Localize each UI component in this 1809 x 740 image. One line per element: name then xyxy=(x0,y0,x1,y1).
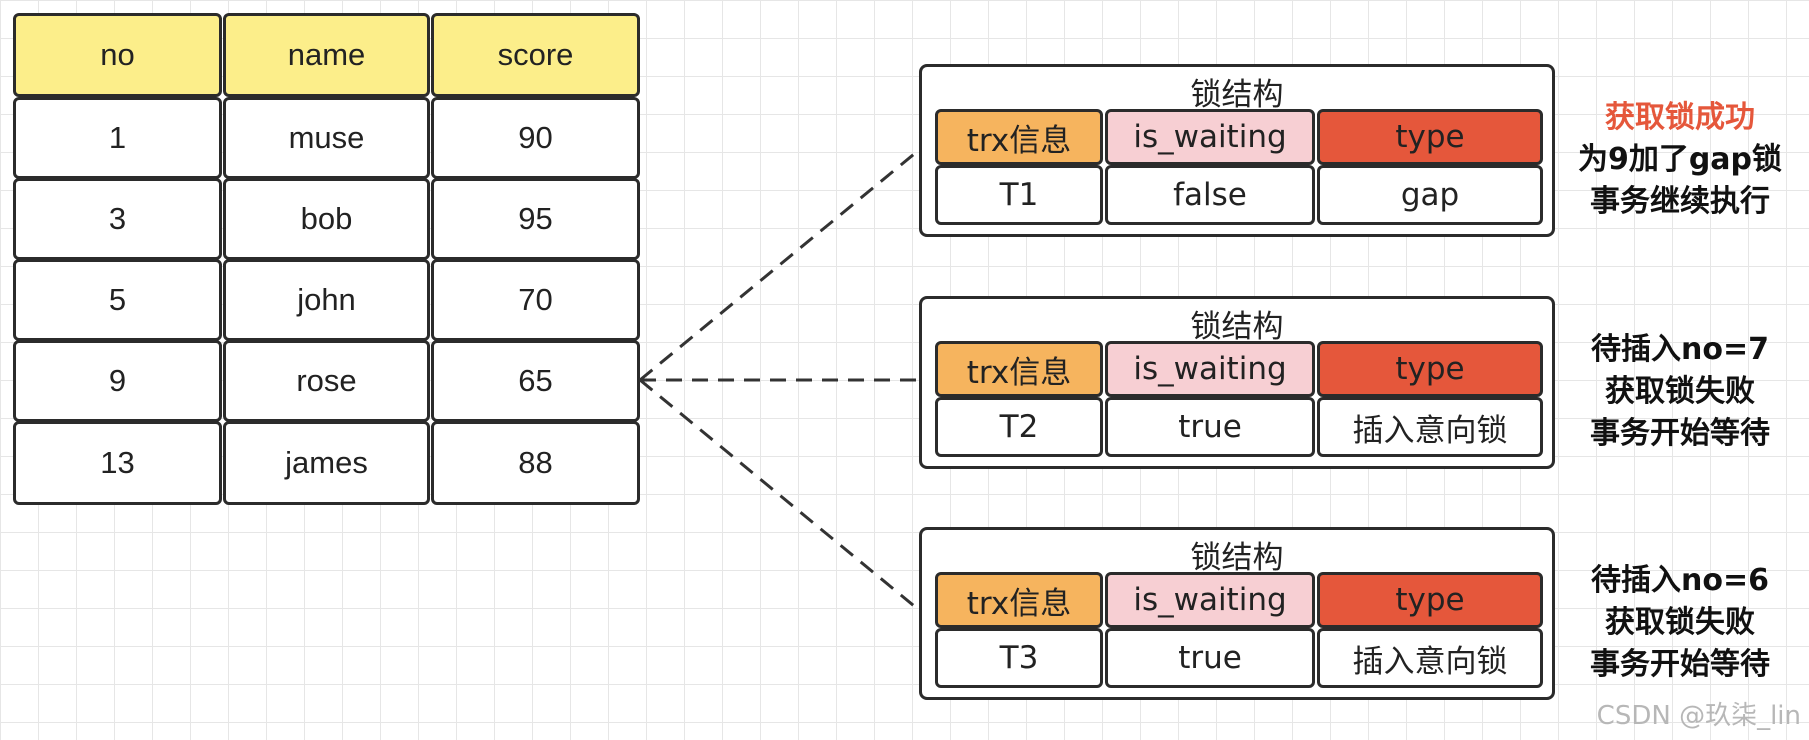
note-line: 事务开始等待 xyxy=(1590,647,1770,682)
lock-value-type: 插入意向锁 xyxy=(1317,397,1543,457)
note-line: 获取锁失败 xyxy=(1605,374,1755,409)
lock-value-is-waiting: true xyxy=(1105,397,1315,457)
note-line: 待插入no=6 xyxy=(1591,563,1769,598)
header-name: name xyxy=(223,13,430,97)
lock-header-is-waiting: is_waiting xyxy=(1105,572,1315,628)
lock-value-type: 插入意向锁 xyxy=(1317,628,1543,688)
watermark: CSDN @玖柒_lin xyxy=(1596,701,1801,731)
table-cell-no: 5 xyxy=(13,259,222,341)
lock-header-trx: trx信息 xyxy=(935,109,1103,165)
lock-header-type: type xyxy=(1317,341,1543,397)
lock-1-note: 获取锁成功 为9加了gap锁 事务继续执行 xyxy=(1570,97,1790,223)
lock-structure-3: 锁结构 trx信息 is_waiting type T3 true 插入意向锁 xyxy=(919,527,1555,700)
lock-header-type: type xyxy=(1317,109,1543,165)
note-line: 事务继续执行 xyxy=(1590,184,1770,219)
table-cell-score: 90 xyxy=(431,97,640,179)
lock-value-trx: T2 xyxy=(935,397,1103,457)
lock-title: 锁结构 xyxy=(1190,309,1284,345)
note-line: 获取锁成功 xyxy=(1605,100,1755,135)
connector-to-lock-1 xyxy=(639,148,920,382)
lock-value-type: gap xyxy=(1317,165,1543,225)
note-line: 为9加了gap锁 xyxy=(1577,142,1783,177)
lock-header-trx: trx信息 xyxy=(935,572,1103,628)
header-score: score xyxy=(431,13,640,97)
note-line: 事务开始等待 xyxy=(1590,416,1770,451)
table-cell-score: 70 xyxy=(431,259,640,341)
lock-header-is-waiting: is_waiting xyxy=(1105,341,1315,397)
table-cell-score: 65 xyxy=(431,340,640,422)
lock-header-is-waiting: is_waiting xyxy=(1105,109,1315,165)
table-cell-name: james xyxy=(223,421,430,505)
connector-to-lock-3 xyxy=(639,378,920,612)
note-line: 获取锁失败 xyxy=(1605,605,1755,640)
table-cell-score: 95 xyxy=(431,178,640,260)
lock-header-trx: trx信息 xyxy=(935,341,1103,397)
lock-title: 锁结构 xyxy=(1190,540,1284,576)
header-no: no xyxy=(13,13,222,97)
lock-header-type: type xyxy=(1317,572,1543,628)
lock-title: 锁结构 xyxy=(1190,77,1284,113)
lock-structure-1: 锁结构 trx信息 is_waiting type T1 false gap xyxy=(919,64,1555,237)
lock-structure-2: 锁结构 trx信息 is_waiting type T2 true 插入意向锁 xyxy=(919,296,1555,469)
table-cell-no: 1 xyxy=(13,97,222,179)
lock-value-trx: T1 xyxy=(935,165,1103,225)
lock-value-is-waiting: false xyxy=(1105,165,1315,225)
table-cell-name: john xyxy=(223,259,430,341)
lock-2-note: 待插入no=7 获取锁失败 事务开始等待 xyxy=(1570,329,1790,455)
table-cell-no: 9 xyxy=(13,340,222,422)
table-cell-name: rose xyxy=(223,340,430,422)
note-line: 待插入no=7 xyxy=(1591,332,1769,367)
table-cell-score: 88 xyxy=(431,421,640,505)
table-cell-no: 3 xyxy=(13,178,222,260)
table-cell-name: bob xyxy=(223,178,430,260)
table-cell-name: muse xyxy=(223,97,430,179)
lock-3-note: 待插入no=6 获取锁失败 事务开始等待 xyxy=(1570,560,1790,686)
table-cell-no: 13 xyxy=(13,421,222,505)
lock-value-is-waiting: true xyxy=(1105,628,1315,688)
lock-value-trx: T3 xyxy=(935,628,1103,688)
